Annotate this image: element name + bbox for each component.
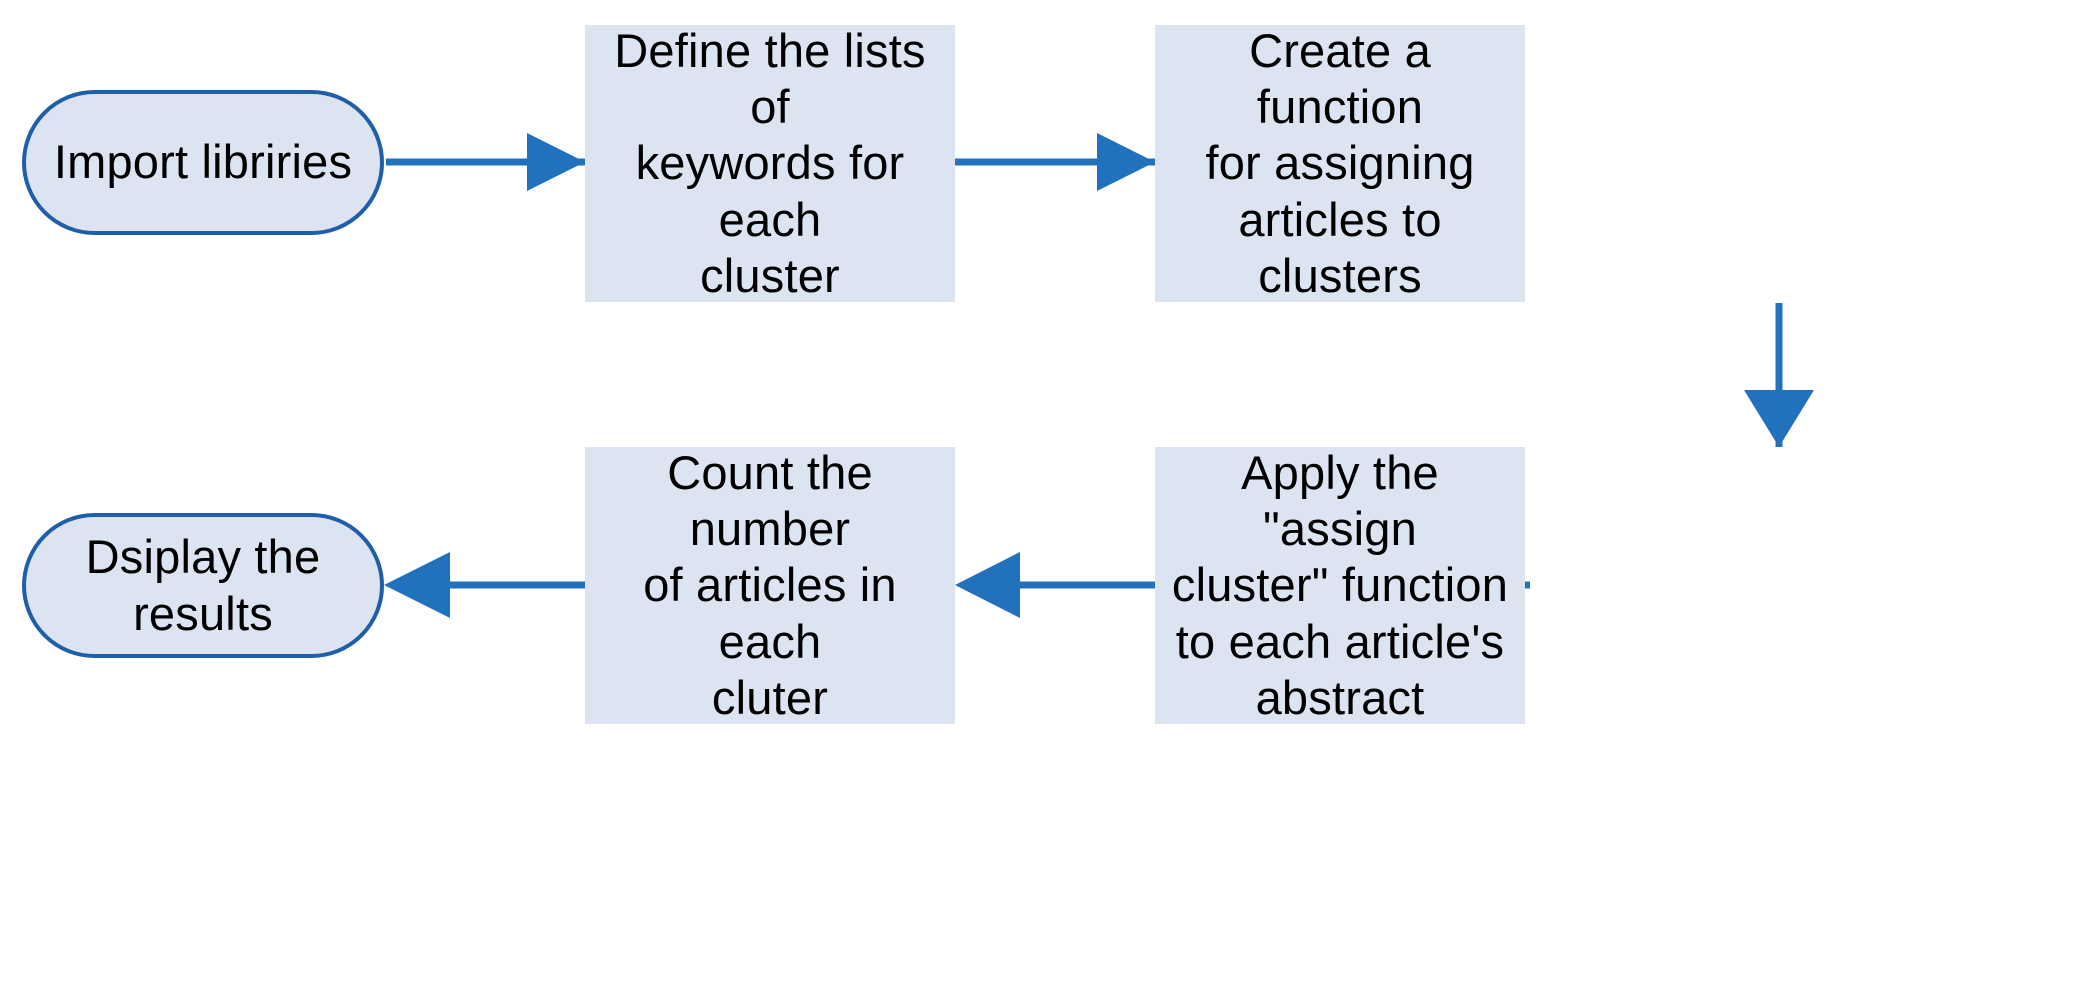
edge-count-to-display [384,552,585,618]
edge-count-to-display-arrowhead [384,552,450,618]
node-define-keyword-lists[interactable]: Define the lists of keywords for each cl… [585,23,955,303]
node-count-articles[interactable]: Count the number of articles in each clu… [585,445,955,725]
edge-define-to-create [956,133,1155,191]
node-apply-assign-cluster-label: Apply the "assign cluster" function to e… [1171,445,1509,725]
node-import-libraries-label: Import libriries [53,135,353,189]
node-apply-assign-cluster[interactable]: Apply the "assign cluster" function to e… [1155,445,1525,725]
node-display-results-label: Dsiplay the results [85,530,321,640]
node-create-assign-function-label: Create a function for assigning articles… [1205,23,1475,303]
node-create-assign-function[interactable]: Create a function for assigning articles… [1155,23,1525,303]
edge-define-to-create-arrowhead [1097,133,1155,191]
edge-import-to-define-arrowhead [527,133,585,191]
node-display-results[interactable]: Dsiplay the results [22,513,384,658]
node-count-articles-label: Count the number of articles in each clu… [643,445,897,725]
edge-apply-to-count-arrowhead [955,552,1020,618]
node-import-libraries[interactable]: Import libriries [22,90,384,235]
node-define-keyword-lists-label: Define the lists of keywords for each cl… [614,23,926,303]
edge-create-to-apply-arrowhead [1744,390,1814,447]
edge-create-to-apply [1744,303,1814,447]
